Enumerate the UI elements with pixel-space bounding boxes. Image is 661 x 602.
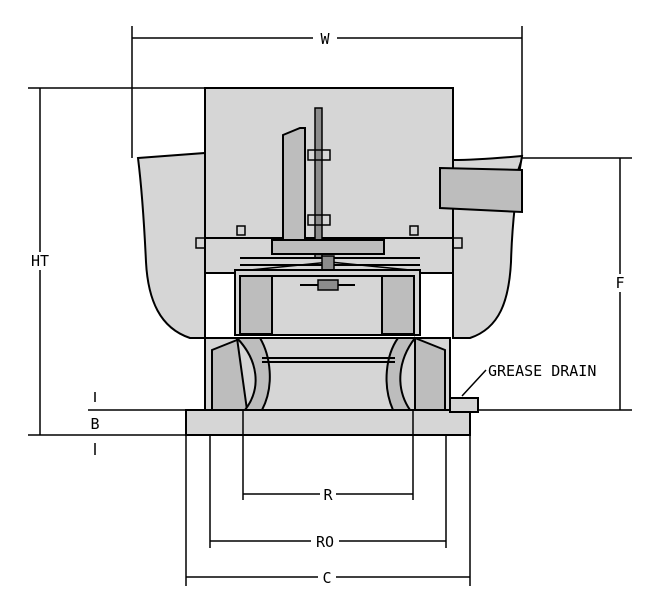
dimension-c: C xyxy=(185,435,471,587)
label-ht: HT xyxy=(31,252,49,270)
curb-section xyxy=(185,336,471,436)
dimension-ro: RO xyxy=(209,435,447,551)
dimension-r: R xyxy=(242,410,414,504)
label-w: W xyxy=(320,30,330,48)
label-c: C xyxy=(322,569,331,587)
dimension-f: F xyxy=(470,157,632,411)
grease-drain-spout: GREASE DRAIN xyxy=(439,157,596,413)
base-flange xyxy=(185,409,471,436)
fan-wheel xyxy=(234,269,421,336)
label-grease-drain: GREASE DRAIN xyxy=(488,362,596,380)
label-b: B xyxy=(90,415,99,433)
dimension-w: W xyxy=(131,26,523,158)
dimension-ht: HT xyxy=(26,87,205,436)
label-f: F xyxy=(615,274,624,292)
label-ro: RO xyxy=(316,533,334,551)
motor-assembly xyxy=(240,107,420,277)
bracket-left xyxy=(195,237,206,249)
label-r: R xyxy=(323,486,333,504)
